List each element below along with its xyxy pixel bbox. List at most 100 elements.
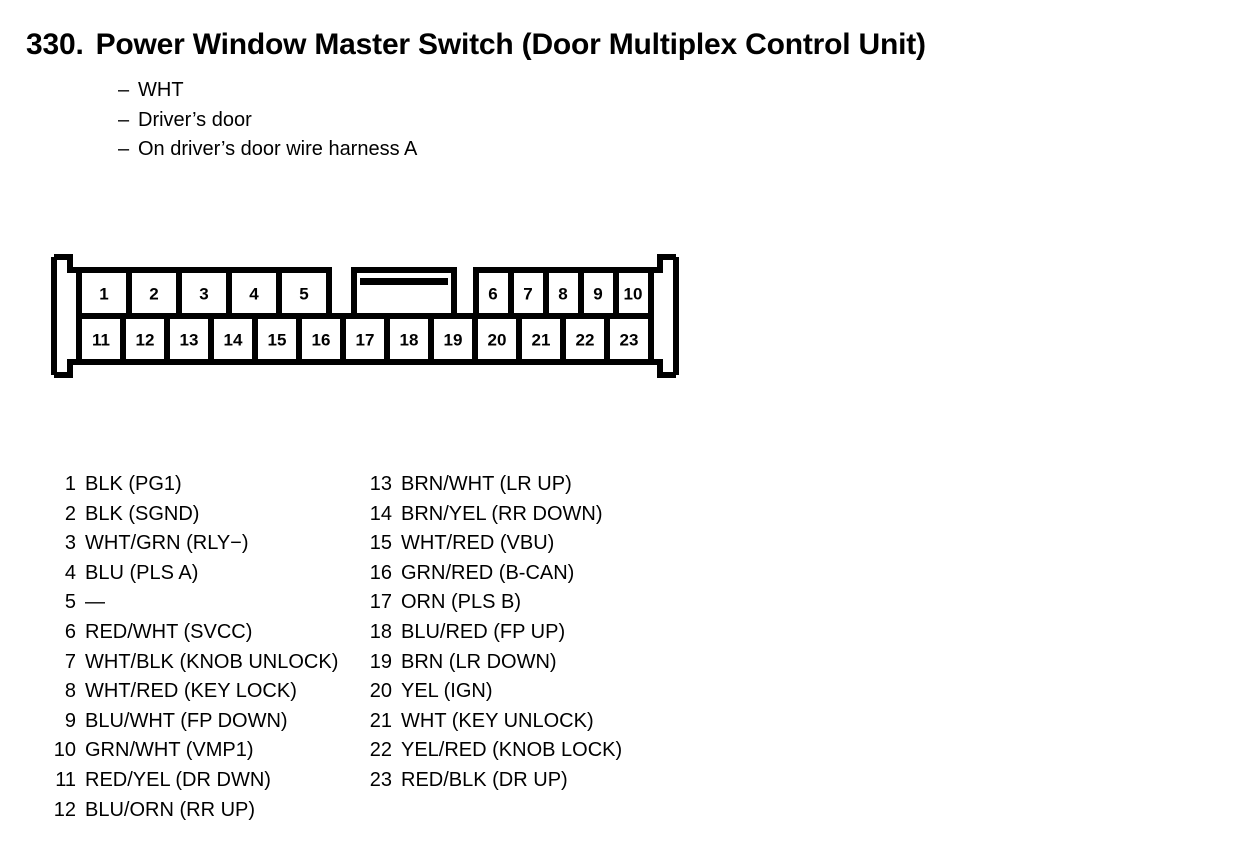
pin-legend-description: WHT/GRN (RLY−) xyxy=(85,532,249,555)
pin-legend-number: 12 xyxy=(53,798,76,821)
dash-bullet-icon: – xyxy=(118,108,130,131)
pin-legend-description: — xyxy=(85,591,105,614)
connector-pin-14: 14 xyxy=(224,330,243,349)
pin-legend-description: RED/WHT (SVCC) xyxy=(85,620,253,643)
pin-legend-number: 13 xyxy=(369,473,392,495)
pin-legend-row: 6 RED/WHT (SVCC) xyxy=(50,618,338,648)
pin-legend-description: BLK (SGND) xyxy=(85,502,200,525)
connector-pin-13: 13 xyxy=(180,330,199,349)
connector-diagram: 1 2 3 4 5 6 7 8 9 10 11 12 13 14 15 16 1… xyxy=(48,254,682,378)
page-title-number: 330. xyxy=(26,28,84,61)
connector-svg: 1 2 3 4 5 6 7 8 9 10 11 12 13 14 15 16 1… xyxy=(51,254,679,378)
pin-legend-row: 2 BLK (SGND) xyxy=(50,500,338,530)
pin-legend-row: 15 WHT/RED (VBU) xyxy=(366,529,622,559)
dash-bullet-icon: – xyxy=(118,138,130,160)
pin-legend-row: 11 RED/YEL (DR DWN) xyxy=(50,766,338,796)
pin-legend-description: BLU/WHT (FP DOWN) xyxy=(85,709,288,732)
dash-bullet-icon: – xyxy=(118,79,130,101)
connector-pin-4: 4 xyxy=(249,284,259,303)
page-title: 330.Power Window Master Switch (Door Mul… xyxy=(26,26,926,64)
pin-legend-number: 17 xyxy=(369,591,392,614)
pin-legend-number: 22 xyxy=(369,739,392,762)
connector-pin-1: 1 xyxy=(99,284,108,303)
pin-legend-number: 8 xyxy=(64,680,76,703)
connector-pin-20: 20 xyxy=(488,330,507,349)
pin-legend-number: 19 xyxy=(369,650,392,673)
connector-pin-17: 17 xyxy=(356,330,375,349)
pin-legend-number: 15 xyxy=(369,532,392,555)
pin-legend-description: BLK (PG1) xyxy=(85,473,182,495)
pin-legend-description: BLU (PLS A) xyxy=(85,561,199,584)
pin-legend-row: 23 RED/BLK (DR UP) xyxy=(366,766,622,796)
pin-legend-row: 17 ORN (PLS B) xyxy=(366,588,622,618)
pin-legend-number: 23 xyxy=(369,768,392,791)
pin-legend-number: 21 xyxy=(369,709,392,732)
connector-pin-15: 15 xyxy=(268,330,287,349)
connector-pin-2: 2 xyxy=(149,284,158,303)
connector-pin-11: 11 xyxy=(92,330,110,349)
pin-legend-description: WHT/BLK (KNOB UNLOCK) xyxy=(85,650,339,673)
pin-number-group-bottom: 11 12 13 14 15 16 17 18 19 20 21 22 23 xyxy=(92,330,638,349)
connector-pin-3: 3 xyxy=(199,284,208,303)
pin-legend-number: 11 xyxy=(55,768,76,791)
pin-legend-description: BLU/RED (FP UP) xyxy=(401,620,566,643)
connector-pin-9: 9 xyxy=(593,284,602,303)
connector-pin-6: 6 xyxy=(488,284,497,303)
pin-legend-row: 10 GRN/WHT (VMP1) xyxy=(50,736,338,766)
pin-legend-row: 1 BLK (PG1) xyxy=(50,470,338,500)
pin-legend-number: 16 xyxy=(369,561,392,584)
pin-legend-description: RED/BLK (DR UP) xyxy=(401,768,568,791)
pin-legend-description: ORN (PLS B) xyxy=(401,591,522,614)
pin-legend-number: 1 xyxy=(64,473,76,495)
pin-legend-description: GRN/RED (B-CAN) xyxy=(401,561,575,584)
pin-legend-number: 14 xyxy=(369,502,392,525)
connector-pin-16: 16 xyxy=(312,330,331,349)
pin-legend-row: 8 WHT/RED (KEY LOCK) xyxy=(50,677,338,707)
pin-legend-row: 22 YEL/RED (KNOB LOCK) xyxy=(366,736,622,766)
pin-legend-description: BRN/WHT (LR UP) xyxy=(401,473,572,495)
subtitle-line-harness: –On driver’s door wire harness A xyxy=(118,135,417,165)
subtitle-line-location: –Driver’s door xyxy=(118,106,417,136)
pin-legend-number: 2 xyxy=(64,502,76,525)
pin-legend-number: 3 xyxy=(64,532,76,555)
pin-legend-row: 16 GRN/RED (B-CAN) xyxy=(366,559,622,589)
pin-legend-description: BRN/YEL (RR DOWN) xyxy=(401,502,603,525)
pin-legend-description: WHT/RED (KEY LOCK) xyxy=(85,680,297,703)
pin-legend-description: GRN/WHT (VMP1) xyxy=(85,739,254,762)
pin-legend-description: YEL/RED (KNOB LOCK) xyxy=(401,739,623,762)
pin-legend-row: 9 BLU/WHT (FP DOWN) xyxy=(50,707,338,737)
connector-pin-12: 12 xyxy=(136,330,155,349)
connector-pin-23: 23 xyxy=(620,330,639,349)
pin-block-bottom xyxy=(76,313,654,365)
connector-pin-22: 22 xyxy=(576,330,595,349)
pin-legend-description: RED/YEL (DR DWN) xyxy=(85,768,271,791)
pin-legend-row: 4 BLU (PLS A) xyxy=(50,559,338,589)
subtitle-line-wire-color: –WHT xyxy=(118,76,417,106)
pin-legend-number: 10 xyxy=(53,739,76,762)
connector-pin-5: 5 xyxy=(299,284,308,303)
pin-legend-number: 4 xyxy=(64,561,76,584)
connector-pin-10: 10 xyxy=(624,284,643,303)
connector-pin-19: 19 xyxy=(444,330,463,349)
pin-legend-number: 18 xyxy=(369,620,392,643)
pin-legend-number: 20 xyxy=(369,680,392,703)
connector-pin-8: 8 xyxy=(558,284,567,303)
connector-pin-21: 21 xyxy=(532,330,551,349)
subtitle-list: –WHT –Driver’s door –On driver’s door wi… xyxy=(118,76,417,165)
pin-legend-description: WHT (KEY UNLOCK) xyxy=(401,709,594,732)
pin-number-group-top: 1 2 3 4 5 6 7 8 9 10 xyxy=(99,284,642,303)
pin-legend-row: 3 WHT/GRN (RLY−) xyxy=(50,529,338,559)
pin-legend-description: WHT/RED (VBU) xyxy=(401,532,555,555)
subtitle-line-text: On driver’s door wire harness A xyxy=(138,138,418,160)
pin-legend-number: 6 xyxy=(64,620,76,643)
connector-pin-18: 18 xyxy=(400,330,419,349)
subtitle-line-text: Driver’s door xyxy=(138,108,252,131)
pin-legend-row: 21 WHT (KEY UNLOCK) xyxy=(366,707,622,737)
pin-legend-number: 9 xyxy=(64,709,76,732)
